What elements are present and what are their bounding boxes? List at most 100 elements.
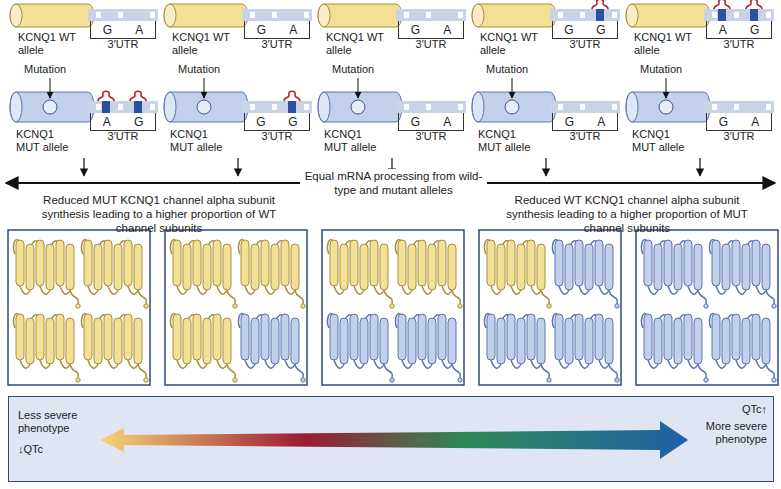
nucleotide: G <box>411 22 420 38</box>
channel-subunit <box>239 240 306 309</box>
stem-loop <box>746 0 762 9</box>
strip-gap <box>304 104 309 110</box>
process-note: Reduced WT KCNQ1 channel alpha subunit s… <box>492 193 762 235</box>
down-arrow <box>545 158 546 176</box>
nucleotide-row: GA <box>553 113 617 130</box>
strip-gap <box>150 12 155 18</box>
channel-box <box>322 230 464 385</box>
mrna-strip <box>704 9 774 21</box>
wt-gene-cylinder-face <box>626 4 638 27</box>
mut-allele-label: KCNQ1 MUT allele <box>16 128 80 154</box>
channel-subunit <box>396 240 463 309</box>
strip-gap <box>766 104 771 110</box>
mutation-site <box>505 100 519 114</box>
phenotype-gradient-arrow <box>100 421 688 459</box>
strip-gap <box>96 12 101 18</box>
mutation-label: Mutation <box>486 63 542 76</box>
nucleotide: G <box>596 22 605 38</box>
utr-variant-block <box>750 9 758 21</box>
wt-gene-cylinder-face <box>318 4 330 27</box>
stem-loop <box>284 91 300 101</box>
utr-box: GA3′UTR <box>244 21 310 39</box>
strip-gap <box>580 12 585 18</box>
strip-gap <box>118 104 123 110</box>
mut-allele-label: KCNQ1 MUT allele <box>632 128 696 154</box>
strip-gap <box>250 12 255 18</box>
nucleotide-row: GA <box>707 113 771 130</box>
utr-label: 3′UTR <box>553 130 617 143</box>
nucleotide-row: GA <box>399 113 463 130</box>
strip-gap <box>580 104 585 110</box>
strip-gap <box>250 104 255 110</box>
channel-box <box>8 230 150 385</box>
nucleotide: G <box>103 22 112 38</box>
nucleotide: A <box>289 22 297 38</box>
mutation-label: Mutation <box>332 63 388 76</box>
phenotype-label: More severe phenotype <box>695 420 767 446</box>
stem-loop <box>130 91 146 101</box>
channel-subunit <box>485 240 552 309</box>
wt-gene-cylinder <box>626 4 710 27</box>
wt-gene-cylinder <box>10 4 94 27</box>
strip-gap <box>272 104 277 110</box>
channel-subunit <box>642 314 709 383</box>
more-severe-group: QTc↑ More severe phenotype <box>695 403 767 446</box>
channel-subunit <box>171 314 238 383</box>
mrna-strip <box>242 101 312 113</box>
mutation-arrow <box>50 78 51 98</box>
mutation-site <box>351 100 365 114</box>
mut-allele-label: KCNQ1 MUT allele <box>478 128 542 154</box>
process-note: Equal mRNA processing from wild-type and… <box>300 169 487 197</box>
strip-gap <box>426 12 431 18</box>
mut-gene-cylinder-face <box>472 92 484 122</box>
wt-gene-cylinder <box>472 4 556 27</box>
nucleotide: G <box>411 114 420 130</box>
mut-gene-cylinder <box>164 92 248 122</box>
mut-gene-cylinder-face <box>164 92 176 122</box>
channel-subunit <box>14 314 81 383</box>
down-arrow <box>237 158 238 176</box>
channel-subunit <box>553 314 620 383</box>
strip-gap <box>558 104 563 110</box>
utr-variant-block <box>102 101 110 113</box>
strip-gap <box>150 104 155 110</box>
phenotype-label: Less severe phenotype <box>18 409 98 435</box>
nucleotide: G <box>719 114 728 130</box>
wt-allele-label: KCNQ1 WT allele <box>480 31 542 57</box>
mut-allele-label: KCNQ1 MUT allele <box>324 128 388 154</box>
mutation-arrow <box>204 78 205 98</box>
mutation-label: Mutation <box>24 63 80 76</box>
channel-subunit <box>710 240 777 309</box>
nucleotide-row: GA <box>245 21 309 38</box>
nucleotide-row: GA <box>91 21 155 38</box>
channel-subunit <box>14 240 81 309</box>
mrna-strip <box>550 9 620 21</box>
mrna-strip <box>242 9 312 21</box>
nucleotide-row: AG <box>91 113 155 130</box>
down-arrow <box>699 158 700 176</box>
utr-label: 3′UTR <box>553 38 617 51</box>
channel-box <box>165 230 307 385</box>
stem-loop <box>98 91 114 101</box>
channel-subunit <box>485 314 552 383</box>
channel-subunit <box>82 240 149 309</box>
wt-gene-cylinder-face <box>10 4 22 27</box>
nucleotide: A <box>443 22 451 38</box>
nucleotide: A <box>751 114 759 130</box>
nucleotide: G <box>565 114 574 130</box>
wt-gene-cylinder <box>318 4 402 27</box>
down-arrow <box>83 158 84 176</box>
wt-allele-label: KCNQ1 WT allele <box>18 31 80 57</box>
process-note: Reduced MUT KCNQ1 channel alpha subunit … <box>28 193 290 235</box>
qtc-label: QTc↑ <box>695 403 767 416</box>
channel-subunit <box>396 314 463 383</box>
nucleotide-row: GA <box>399 21 463 38</box>
utr-label: 3′UTR <box>245 38 309 51</box>
channel-box <box>479 230 621 385</box>
utr-variant-block <box>288 101 296 113</box>
wt-allele-label: KCNQ1 WT allele <box>326 31 388 57</box>
strip-gap <box>612 12 617 18</box>
utr-box: GA3′UTR <box>552 113 618 131</box>
utr-box: GG3′UTR <box>244 113 310 131</box>
phenotype-band: Less severe phenotype↓QTcQTc↑More severe… <box>8 396 774 482</box>
